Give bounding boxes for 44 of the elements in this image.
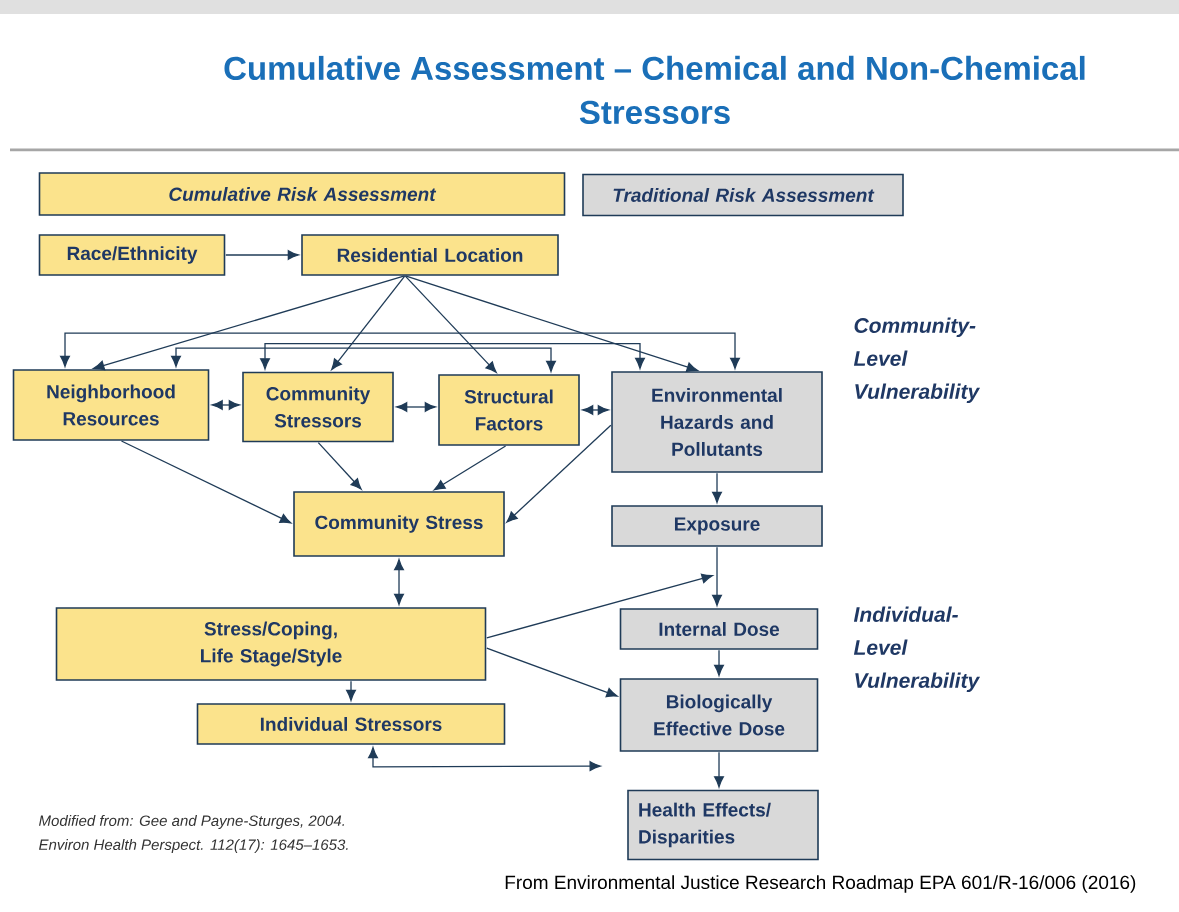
arrow (404, 275, 497, 373)
arrow (714, 751, 724, 788)
arrow (506, 424, 612, 523)
arrow (331, 275, 406, 371)
arrow (120, 440, 292, 524)
arrow (714, 649, 724, 676)
arrow (211, 400, 240, 410)
process-box: Community Stress (293, 491, 505, 557)
arrow (93, 275, 406, 371)
arrow (60, 332, 740, 369)
process-box: Exposure (611, 505, 823, 547)
process-box: Health Effects/ Disparities (627, 789, 819, 861)
arrow (225, 250, 299, 260)
process-box: Environmental Hazards and Pollutants (611, 371, 823, 473)
arrow (433, 445, 507, 491)
process-box: Biologically Effective Dose (619, 678, 819, 752)
arrow (171, 347, 556, 372)
process-box: Individual Stressors (196, 703, 506, 745)
arrow (486, 647, 618, 698)
vulnerability-label: Individual-Level Vulnerability (853, 606, 981, 693)
arrow (712, 472, 722, 503)
citation-text: Environ Health Perspect. 112(17): 1645–1653. (39, 839, 348, 853)
slide-title: Cumulative Assessment – Chemical and Non-Chemical Stressors (224, 55, 1085, 125)
arrow (394, 559, 404, 605)
process-box: Residential Location (301, 234, 559, 276)
arrow (260, 343, 645, 370)
arrow (404, 275, 698, 372)
arrow (396, 402, 436, 412)
legend-box: Cumulative Risk Assessment (38, 172, 566, 216)
vulnerability-label: Community-Level Vulnerability (853, 317, 981, 404)
process-box: Structural Factors (438, 374, 580, 446)
process-box: Neighborhood Resources (12, 369, 210, 441)
legend-box: Traditional Risk Assessment (582, 173, 904, 217)
arrow (486, 573, 713, 639)
process-box: Stress/Coping, Life Stage/Style (55, 607, 487, 681)
process-box: Community Stressors (242, 371, 394, 443)
arrow (712, 546, 722, 606)
arrow (582, 405, 609, 415)
arrow (346, 680, 356, 701)
process-box: Race/Ethnicity (38, 234, 226, 276)
arrow (368, 747, 601, 771)
process-box: Internal Dose (619, 608, 819, 650)
citation-text: Modified from: Gee and Payne-Sturges, 2004. (39, 815, 345, 829)
arrow (317, 442, 362, 490)
